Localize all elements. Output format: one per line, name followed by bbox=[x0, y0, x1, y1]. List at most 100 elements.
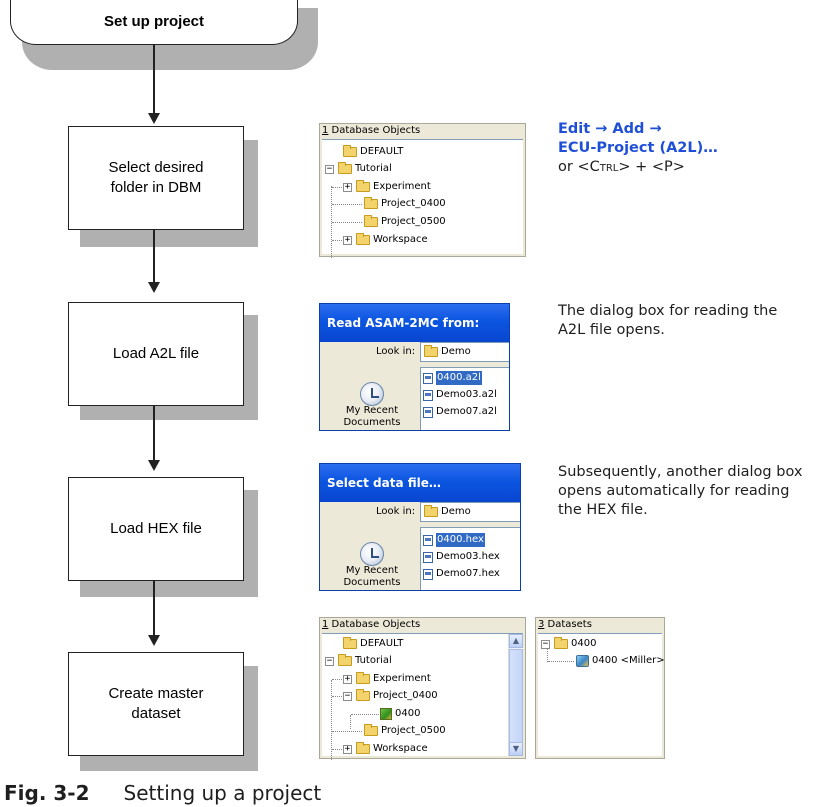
tree-item-tutorial[interactable]: −Tutorial bbox=[325, 161, 392, 177]
shortcut-line: or <Ctrl> + <P> bbox=[558, 158, 808, 177]
menu-path-line1: Edit → Add → bbox=[558, 121, 662, 137]
step3-description: Subsequently, another dialog box opens a… bbox=[558, 464, 803, 518]
menu-path-line2: ECU-Project (A2L)… bbox=[558, 140, 718, 156]
look-in-label: Look in: bbox=[376, 506, 416, 517]
look-in-value: Demo bbox=[441, 506, 471, 517]
tree-item-project-0400[interactable]: − Project_0400 bbox=[343, 688, 438, 704]
tree-item-label: Tutorial bbox=[355, 655, 392, 666]
select-data-file-dialog: Select data file… Look in: Demo My Recen… bbox=[319, 463, 521, 591]
recent-documents-icon[interactable] bbox=[360, 542, 384, 566]
dataset-folder-0400[interactable]: − 0400 bbox=[541, 636, 596, 652]
places-label-2: Documents bbox=[343, 417, 401, 428]
look-in-combo[interactable]: Demo bbox=[420, 502, 520, 522]
folder-icon bbox=[364, 197, 378, 209]
places-label-2: Documents bbox=[343, 577, 401, 588]
database-objects-panel: 1 Database Objects DEFAULT −Tutorial +Ex… bbox=[319, 123, 526, 258]
tree-item-label: 0400 bbox=[571, 638, 597, 649]
flow-step-load-a2l: Load A2L file bbox=[68, 302, 244, 406]
step-label: Load HEX file bbox=[110, 520, 202, 537]
expand-icon[interactable]: + bbox=[343, 743, 352, 754]
step1-description: Edit → Add → ECU-Project (A2L)… or <Ctrl… bbox=[558, 120, 808, 177]
tree-item-label: Experiment bbox=[373, 673, 431, 684]
folder-icon bbox=[356, 672, 370, 684]
tree-view[interactable]: DEFAULT − Tutorial + Experiment − Project_0… bbox=[322, 633, 523, 760]
tree-item-experiment[interactable]: +Experiment bbox=[343, 179, 431, 195]
file-item[interactable]: 0400.hex bbox=[423, 533, 485, 547]
collapse-icon[interactable]: − bbox=[325, 163, 334, 174]
shortcut-suffix: > + <P> bbox=[618, 159, 685, 175]
read-asam-dialog: Read ASAM-2MC from: Look in: Demo My Rec… bbox=[319, 303, 510, 431]
tree-line bbox=[332, 204, 362, 205]
folder-icon bbox=[338, 654, 352, 666]
look-in-value: Demo bbox=[441, 346, 471, 357]
tree-item-default[interactable]: DEFAULT bbox=[343, 144, 403, 160]
datasets-tree[interactable]: − 0400 0400 <Miller> bbox=[538, 633, 665, 756]
expand-icon[interactable]: + bbox=[343, 234, 352, 245]
expand-icon[interactable]: + bbox=[343, 673, 352, 684]
shortcut-prefix: or < bbox=[558, 159, 590, 175]
tree-line bbox=[331, 186, 332, 258]
file-name: Demo07.hex bbox=[436, 568, 500, 579]
folder-icon bbox=[424, 505, 438, 517]
collapse-icon[interactable]: − bbox=[325, 655, 334, 666]
scroll-down-icon[interactable]: ▼ bbox=[509, 742, 523, 756]
places-label-1: My Recent bbox=[345, 565, 399, 576]
flow-arrow bbox=[148, 282, 160, 293]
recent-documents-icon[interactable] bbox=[360, 382, 384, 406]
tree-item-project-0500[interactable]: Project_0500 bbox=[364, 723, 446, 739]
tree-item-0400-project[interactable]: 0400 bbox=[380, 706, 420, 722]
tree-item-workspace[interactable]: +Workspace bbox=[343, 232, 428, 248]
file-icon bbox=[423, 372, 433, 384]
file-item[interactable]: Demo03.a2l bbox=[423, 388, 497, 402]
flow-start-label: Set up project bbox=[103, 13, 204, 30]
tree-line bbox=[547, 648, 548, 662]
tree-item-label: Project_0400 bbox=[373, 690, 438, 701]
file-item[interactable]: Demo07.hex bbox=[423, 567, 500, 581]
figure-title: Setting up a project bbox=[123, 781, 322, 805]
tree-item-workspace[interactable]: +Workspace bbox=[343, 741, 428, 757]
dataset-item-master[interactable]: 0400 <Miller> bbox=[576, 653, 665, 669]
folder-icon bbox=[356, 180, 370, 192]
scroll-up-icon[interactable]: ▲ bbox=[509, 634, 523, 648]
tree-line bbox=[332, 187, 342, 188]
file-icon bbox=[423, 534, 433, 546]
scroll-thumb[interactable] bbox=[509, 649, 523, 743]
step-label: Select desired folder in DBM bbox=[108, 159, 204, 196]
expand-icon[interactable]: + bbox=[343, 181, 352, 192]
tree-item-project-0500[interactable]: Project_0500 bbox=[364, 214, 446, 230]
datasets-panel: 3 Datasets −0400 0400 <Miller> bbox=[535, 617, 665, 759]
tree-item-project-0400[interactable]: Project_0400 bbox=[364, 196, 446, 212]
collapse-icon[interactable]: − bbox=[343, 690, 352, 701]
panel-title-text: Database Objects bbox=[328, 125, 421, 136]
ecu-project-icon bbox=[380, 708, 392, 720]
look-in-combo[interactable]: Demo bbox=[420, 342, 509, 362]
file-name: Demo07.a2l bbox=[436, 406, 497, 417]
panel-title-hotkey: 3 bbox=[538, 619, 545, 630]
flow-connector bbox=[153, 581, 155, 635]
folder-icon bbox=[364, 215, 378, 227]
file-name: Demo03.a2l bbox=[436, 389, 497, 400]
folder-icon bbox=[356, 742, 370, 754]
folder-icon bbox=[554, 637, 568, 649]
collapse-icon[interactable]: − bbox=[541, 638, 550, 649]
file-icon bbox=[423, 568, 433, 580]
file-icon bbox=[423, 551, 433, 563]
tree-item-tutorial[interactable]: − Tutorial bbox=[325, 653, 392, 669]
vertical-scrollbar[interactable]: ▲ ▼ bbox=[508, 634, 523, 756]
folder-icon bbox=[364, 724, 378, 736]
file-list[interactable]: 0400.hex Demo03.hex Demo07.hex bbox=[420, 527, 520, 590]
flow-arrow bbox=[148, 635, 160, 646]
file-list[interactable]: 0400.a2l Demo03.a2l Demo07.a2l bbox=[420, 367, 509, 430]
tree-line bbox=[332, 222, 362, 223]
panel-title: 1 Database Objects bbox=[320, 124, 525, 138]
tree-item-experiment[interactable]: + Experiment bbox=[343, 671, 431, 687]
tree-line bbox=[332, 240, 342, 241]
file-item[interactable]: Demo07.a2l bbox=[423, 405, 497, 419]
tree-view[interactable]: DEFAULT −Tutorial +Experiment Project_04… bbox=[322, 139, 523, 258]
file-item[interactable]: Demo03.hex bbox=[423, 550, 500, 564]
tree-item-default[interactable]: DEFAULT bbox=[343, 636, 403, 652]
file-item[interactable]: 0400.a2l bbox=[423, 371, 482, 385]
shortcut-ctrl: Ctrl bbox=[589, 159, 619, 175]
